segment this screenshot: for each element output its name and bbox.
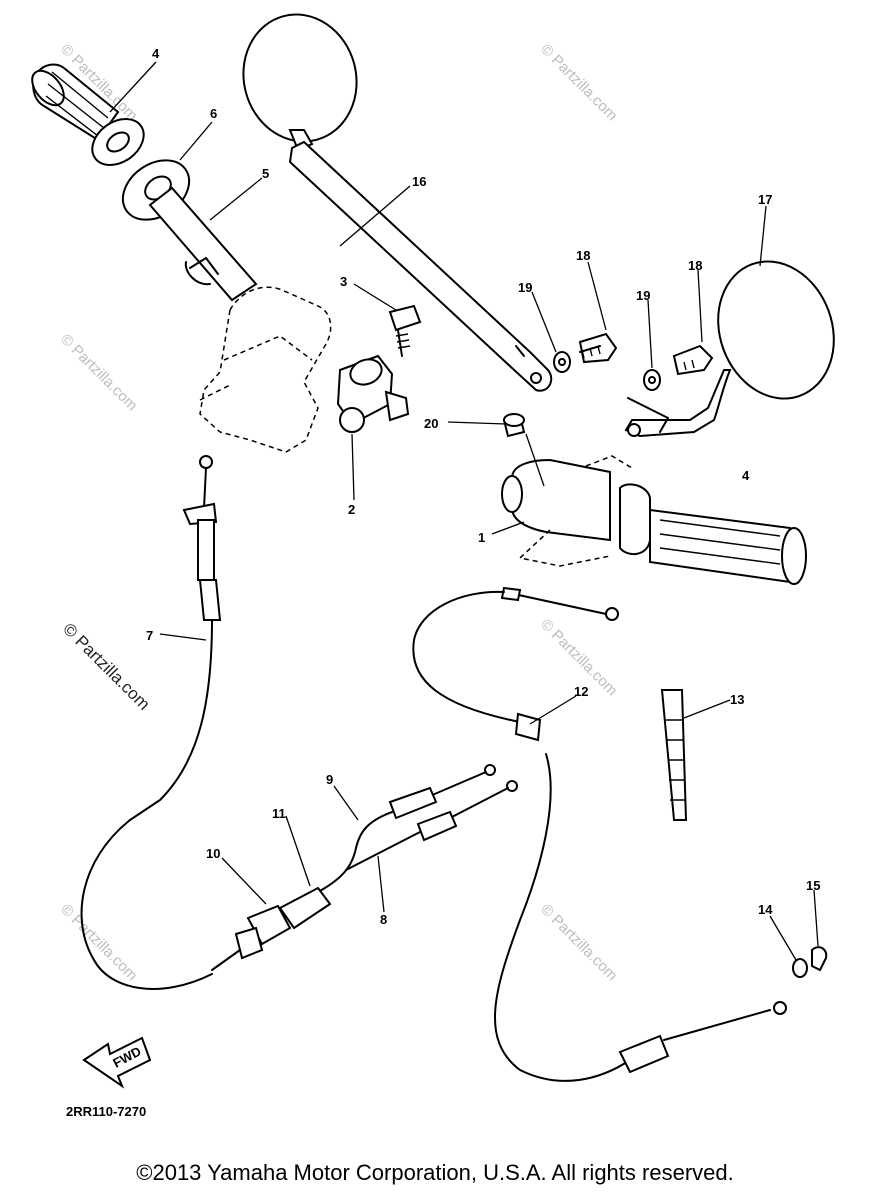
right-mirror [624,260,835,438]
right-switch-throttle [501,413,807,585]
callout-13: 13 [730,692,744,707]
callout-9: 9 [326,772,333,787]
left-mirror [242,13,553,392]
callouts: 4 6 5 16 17 3 19 18 19 18 20 2 4 1 7 12 … [146,46,820,927]
callout-18: 18 [688,258,702,273]
callout-5: 5 [262,166,269,181]
callout-18: 18 [576,248,590,263]
band-13 [660,689,688,821]
callout-20: 20 [424,416,438,431]
callout-19: 19 [636,288,650,303]
leader-lines [109,61,819,961]
cable-9-8 [211,764,518,971]
callout-4: 4 [742,468,750,483]
copyright-notice: ©2013 Yamaha Motor Corporation, U.S.A. A… [136,1160,734,1185]
drawing-code: 2RR110-7270 [66,1104,146,1119]
callout-15: 15 [806,878,820,893]
callout-2: 2 [348,502,355,517]
watermark: © Partzilla.com [57,331,140,414]
callout-17: 17 [758,192,772,207]
callout-3: 3 [340,274,347,289]
fwd-arrow: FWD [82,1036,152,1089]
callout-12: 12 [574,684,588,699]
watermark: © Partzilla.com [57,901,140,984]
callout-10: 10 [206,846,220,861]
watermark-dark: © Partzilla.com [59,619,153,713]
cable-7 [80,455,222,990]
cable-12 [412,586,787,1082]
left-grip-assembly [31,63,258,302]
callout-6: 6 [210,106,217,121]
callout-4: 4 [152,46,160,61]
mirror-bolts [553,332,714,391]
watermark: © Partzilla.com [537,41,620,124]
left-switch-housing [199,286,422,453]
callout-8: 8 [380,912,387,927]
callout-11: 11 [272,806,286,821]
parts-14-15 [792,946,828,978]
callout-19: 19 [518,280,532,295]
watermark: © Partzilla.com [537,901,620,984]
callout-1: 1 [478,530,485,545]
callout-7: 7 [146,628,153,643]
callout-16: 16 [412,174,426,189]
callout-14: 14 [758,902,773,917]
